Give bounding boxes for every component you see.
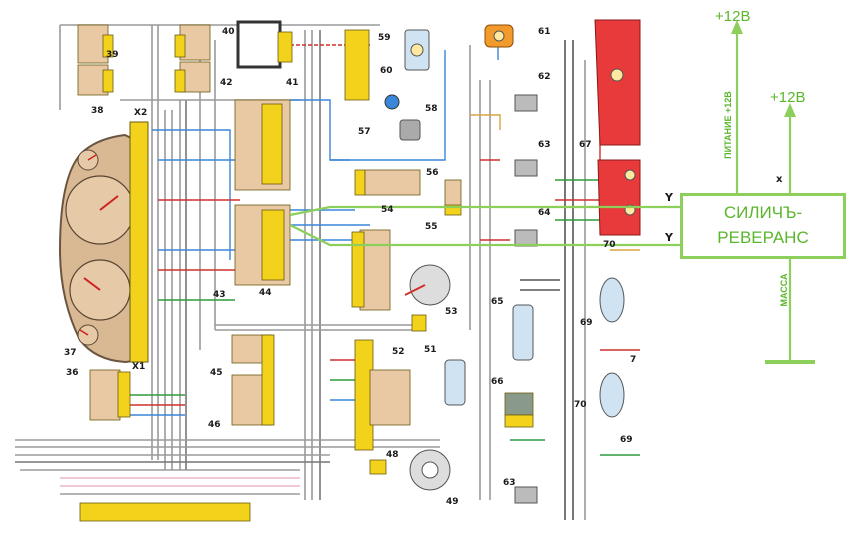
- component-number: 55: [425, 222, 438, 232]
- component-number: 44: [259, 288, 272, 298]
- component-number: 59: [378, 33, 391, 43]
- component-number: 61: [538, 27, 551, 37]
- component-number: 39: [106, 50, 119, 60]
- supply-arrows: [731, 20, 796, 117]
- component-number: 51: [424, 345, 437, 355]
- component-number: 69: [620, 435, 633, 445]
- component-number: 37: [64, 348, 77, 358]
- instrument-cluster: [58, 121, 149, 364]
- component-number: 53: [445, 307, 458, 317]
- connector-label-x2: X2: [134, 108, 148, 118]
- component-number: 38: [91, 106, 104, 116]
- component-number: 36: [66, 368, 79, 378]
- component-number: 45: [210, 368, 223, 378]
- pin-y-bottom: Y: [665, 231, 673, 244]
- component-number: 70: [574, 400, 587, 410]
- module-silich-reverans: СИЛИЧЪ- РЕВЕРАНС: [680, 193, 846, 259]
- component-number: 52: [392, 347, 405, 357]
- component-number: 54: [381, 205, 394, 215]
- component-number: 40: [222, 27, 235, 37]
- component-number: 62: [538, 72, 551, 82]
- pin-y-top: Y: [665, 191, 673, 204]
- wire-harness: [15, 24, 586, 520]
- component-number: 48: [386, 450, 399, 460]
- component-number: 42: [220, 78, 233, 88]
- component-number: 65: [491, 297, 504, 307]
- module-title-line1: СИЛИЧЪ-: [723, 203, 803, 222]
- component-number: 46: [208, 420, 221, 430]
- component-number: 63: [503, 478, 516, 488]
- component-number: 67: [579, 140, 592, 150]
- component-number: 58: [425, 104, 438, 114]
- component-number: 66: [491, 377, 504, 387]
- component-number: 69: [580, 318, 593, 328]
- component-number: 7: [630, 355, 637, 365]
- component-number: 49: [446, 497, 459, 507]
- component-number: 57: [358, 127, 371, 137]
- label-power: ПИТАНИЕ +12В: [723, 91, 733, 159]
- label-ground: МАССА: [779, 273, 789, 307]
- module-title-line2: РЕВЕРАНС: [717, 228, 809, 247]
- component-number: 60: [380, 66, 393, 76]
- component-number: 70: [603, 240, 616, 250]
- lamps: [384, 19, 641, 504]
- supply-label-right: +12В: [770, 89, 806, 106]
- component-number: 41: [286, 78, 299, 88]
- colored-wires: [120, 40, 640, 456]
- component-number: 64: [538, 208, 551, 218]
- component-number: 43: [213, 290, 226, 300]
- supply-label-left: +12В: [715, 8, 751, 25]
- connector-label-x1: X1: [132, 362, 146, 372]
- pin-x: x: [776, 174, 783, 185]
- module-wiring: [289, 32, 815, 364]
- component-number: 56: [426, 168, 439, 178]
- connectors: [77, 20, 534, 522]
- component-number: 63: [538, 140, 551, 150]
